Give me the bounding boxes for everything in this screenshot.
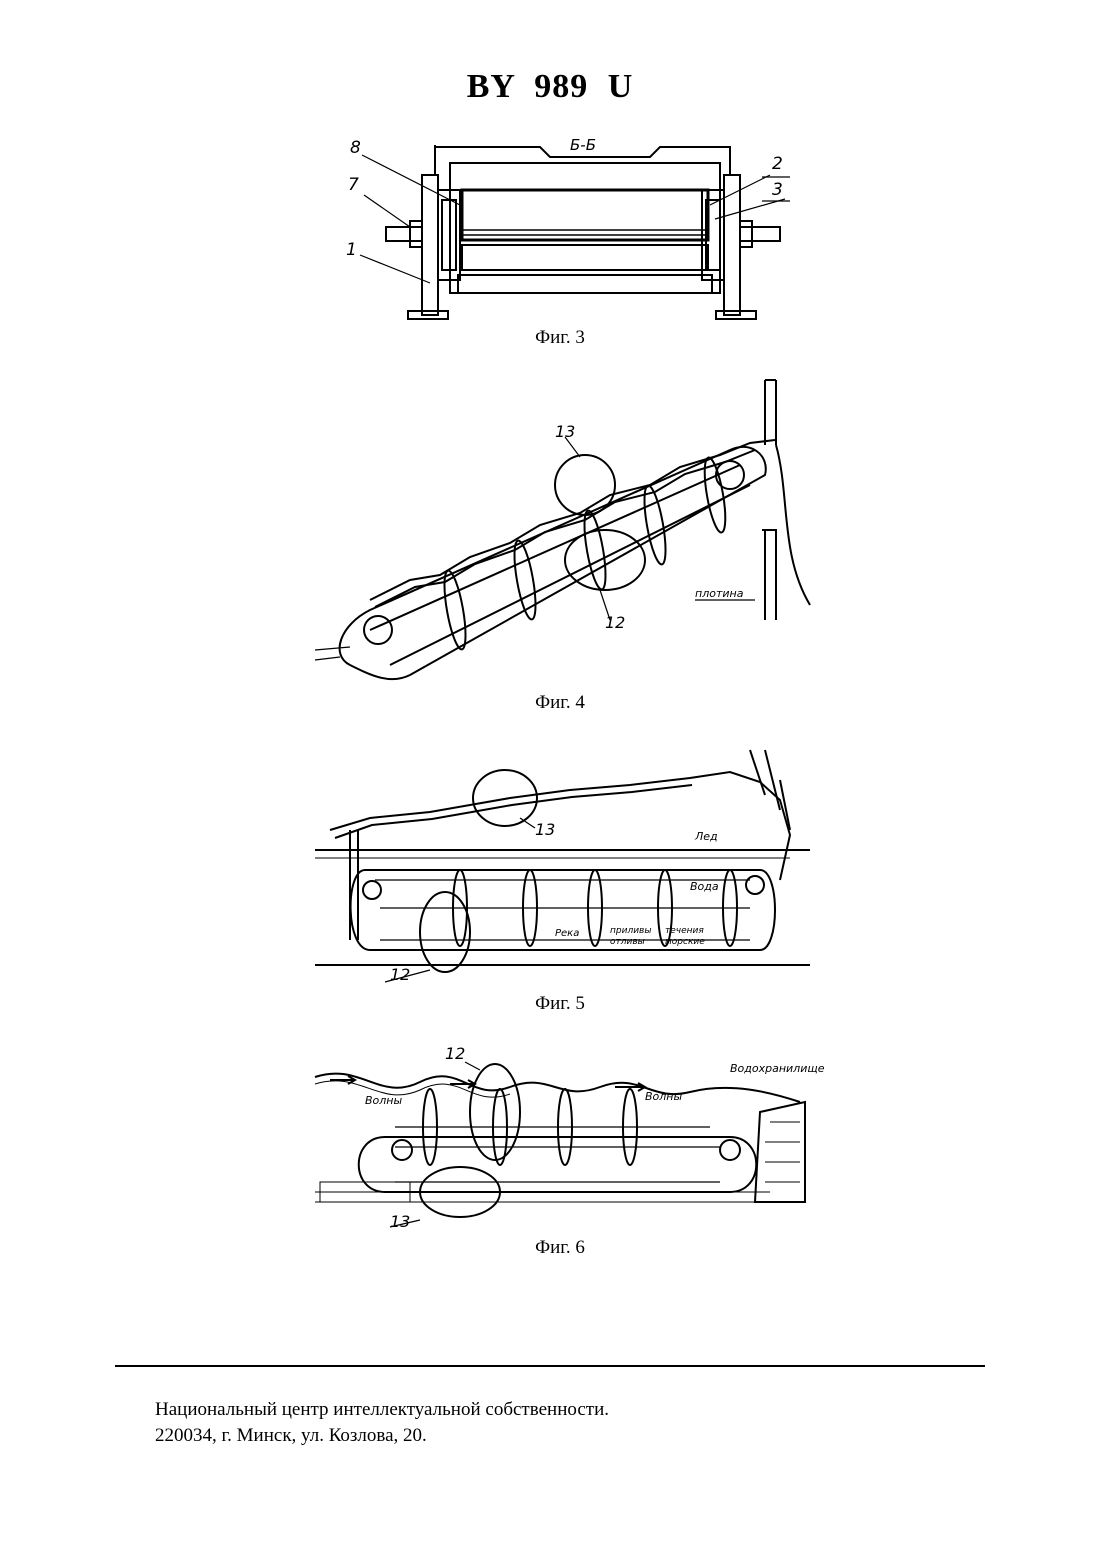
document-title: BY 989 U (0, 68, 1100, 106)
fig3-callout-8: 8 (350, 138, 361, 158)
footer-line-2: 220034, г. Минск, ул. Козлова, 20. (155, 1423, 609, 1449)
figure-5-drawing: 13 12 Лед Вода Река приливы отливы течен… (310, 740, 830, 1000)
fig6-label-reservoir: Водохранилище (730, 1062, 825, 1075)
fig5-label-ebbs: отливы (610, 937, 645, 947)
fig5-label-water: Вода (690, 880, 719, 893)
figure-4-drawing: 13 12 плотина (310, 375, 830, 695)
figure-3-caption: Фиг. 3 (0, 327, 1100, 349)
footer-line-1: Национальный центр интеллектуальной собс… (155, 1397, 609, 1423)
fig6-label-waves-left: Волны (365, 1094, 402, 1107)
fig4-callout-12: 12 (605, 613, 625, 632)
figure-6-drawing: 12 13 Водохранилище Волны Волны (300, 1042, 830, 1242)
fig6-callout-12: 12 (445, 1044, 465, 1063)
fig5-callout-13: 13 (535, 820, 555, 839)
fig5-label-river: Река (555, 928, 579, 939)
fig6-label-waves-right: Волны (645, 1090, 682, 1103)
fig5-label-marine: морские (665, 937, 705, 947)
fig3-callout-3: 3 (772, 180, 783, 200)
fig3-callout-1: 1 (346, 240, 357, 260)
fig3-callout-2: 2 (772, 154, 783, 174)
fig4-callout-13: 13 (555, 422, 575, 441)
fig3-callout-7: 7 (348, 175, 359, 195)
figure-6-caption: Фиг. 6 (0, 1237, 1100, 1259)
figure-4-caption: Фиг. 4 (0, 692, 1100, 714)
footer-divider (115, 1365, 985, 1367)
fig5-label-currents: течения (665, 926, 704, 936)
footer: Национальный центр интеллектуальной собс… (155, 1397, 609, 1449)
fig6-callout-13: 13 (390, 1212, 410, 1231)
fig5-callout-12: 12 (390, 965, 410, 984)
fig4-label-dam: плотина (695, 587, 744, 600)
fig5-label-tides: приливы (610, 926, 651, 936)
figure-3-drawing: 8 7 1 2 3 Б-Б (330, 135, 800, 325)
fig5-label-ice: Лед (694, 830, 718, 843)
fig3-section-label: Б-Б (570, 136, 596, 154)
figure-5-caption: Фиг. 5 (0, 993, 1100, 1015)
